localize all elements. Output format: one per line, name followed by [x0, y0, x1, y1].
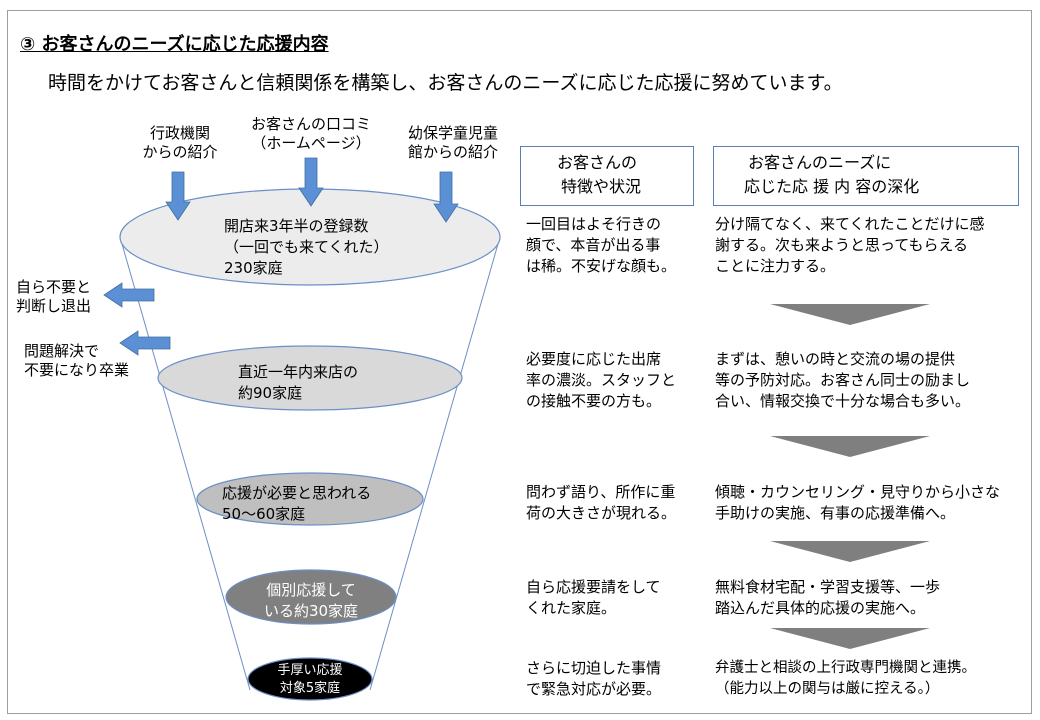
- situation-cell-3: 問わず語り、所作に重 荷の大きさが現れる。: [526, 483, 677, 522]
- source-government: 行政機関 からの紹介: [142, 124, 218, 161]
- arrow-down-icon: [433, 171, 459, 223]
- level-5-label: 手厚い応援 対象5家庭: [277, 663, 343, 696]
- funnel-right-edge: [369, 236, 501, 691]
- arrow-down-icon: [298, 157, 324, 207]
- arrow-down-icon: [165, 171, 191, 221]
- arrow-left-icon: [119, 330, 171, 356]
- situation-cell-4: 自ら応援要請をして くれた家庭。: [526, 578, 661, 617]
- chevron-down-icon: [770, 541, 930, 562]
- exit-self-decided: 自ら不要と 判断し退出: [16, 278, 92, 315]
- funnel-level-2: [157, 345, 463, 411]
- level-4-label: 個別応援して いる約30家庭: [263, 581, 359, 620]
- support-cell-2: まずは、憩いの時と交流の場の提供 等の予防対応。お客さん同士の励まし 合い、情報…: [715, 350, 971, 410]
- situation-cell-5: さらに切迫した事情 で緊急対応が必要。: [526, 659, 662, 698]
- source-childcare: 幼保学童児童 館からの紹介: [407, 124, 498, 161]
- page-title: ③ お客さんのニーズに応じた応援内容: [20, 34, 329, 55]
- chevron-down-icon: [770, 628, 930, 649]
- header-support: お客さんのニーズに 応じた応 援 内 容の深化: [713, 146, 1019, 206]
- funnel-left-edge: [119, 236, 251, 691]
- slide-frame: [7, 10, 1032, 714]
- page-subtitle: 時間をかけてお客さんと信頼関係を構築し、お客さんのニーズに応じた応援に努めていま…: [48, 72, 843, 94]
- arrow-left-icon: [103, 282, 155, 308]
- chevron-down-icon: [770, 304, 930, 325]
- support-cell-1: 分け隔てなく、来てくれたことだけに感 謝する。次も来ようと思ってもらえる ことに…: [715, 215, 985, 275]
- situation-cell-2: 必要度に応じた出席 率の濃淡。スタッフと の接触不要の方も。: [526, 350, 677, 410]
- header-situation: お客さんの 特徴や状況: [520, 146, 694, 206]
- level-1-label: 開店来3年半の登録数 （一回でも来てくれた） 230家庭: [224, 217, 389, 277]
- support-cell-3: 傾聴・カウンセリング・見守りから小さな 手助けの実施、有事の応援準備へ。: [715, 483, 1001, 522]
- support-cell-5: 弁護士と相談の上行政専門機関と連携。 （能力以上の関与は厳に控える。）: [715, 660, 976, 697]
- level-2-label: 直近一年内来店の 約90家庭: [238, 363, 359, 402]
- funnel-level-5: [247, 657, 373, 701]
- funnel-level-3: [196, 472, 424, 526]
- level-3-label: 応援が必要と思われる 50～60家庭: [222, 484, 372, 523]
- source-word-of-mouth: お客さんの口コミ （ホームページ）: [250, 115, 371, 152]
- funnel-level-4: [225, 569, 397, 625]
- support-cell-4: 無料食材宅配・学習支援等、一歩 踏込んだ具体的応援の実施へ。: [715, 578, 941, 617]
- exit-graduated: 問題解決で 不要になり卒業: [24, 342, 130, 379]
- chevron-down-icon: [770, 436, 930, 457]
- situation-cell-1: 一回目はよそ行きの 顔で、本音が出る事 は稀。不安げな顔も。: [526, 215, 677, 275]
